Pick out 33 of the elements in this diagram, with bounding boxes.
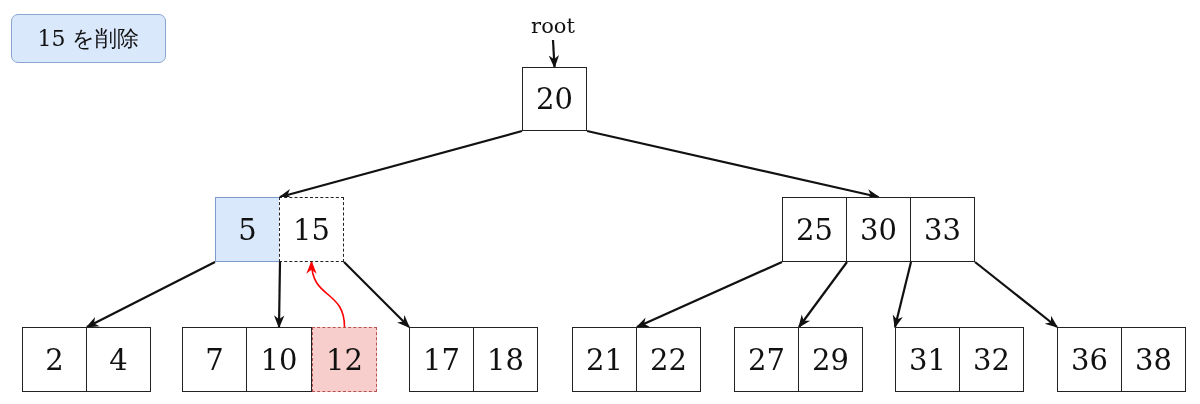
arrow: [548, 39, 560, 69]
key-cell: 29: [798, 327, 863, 392]
key-cell: 7: [182, 327, 247, 392]
arrow: [274, 262, 285, 329]
key-cell: 25: [782, 197, 847, 262]
key-cell: 36: [1057, 327, 1122, 392]
key-cell: 20: [522, 67, 587, 131]
key-cell: 4: [86, 327, 151, 392]
key-cell: 10: [246, 327, 312, 392]
arrow: [635, 261, 783, 328]
arrow: [974, 261, 1058, 328]
arrow: [85, 261, 216, 328]
step-badge: 15 を削除: [11, 14, 166, 63]
key-cell: 31: [895, 327, 960, 392]
key-cell: 17: [409, 327, 474, 392]
key-cell: 21: [572, 327, 637, 392]
key-cell: 33: [910, 197, 975, 262]
arrow: [343, 261, 410, 328]
key-cell: 32: [959, 327, 1024, 392]
key-cell: 27: [734, 327, 799, 392]
key-cell: 38: [1121, 327, 1186, 392]
removed-key-cell: 15: [279, 197, 344, 262]
pointer-label: root: [523, 12, 583, 40]
arrow: [892, 261, 913, 329]
moved-key-cell: 12: [312, 327, 377, 392]
highlighted-key-cell: 5: [215, 197, 280, 262]
arrow: [798, 261, 848, 329]
arrow: [278, 129, 523, 199]
key-cell: 30: [846, 197, 911, 262]
key-cell: 2: [22, 327, 87, 392]
arrow: [307, 260, 346, 328]
key-cell: 18: [473, 327, 538, 392]
key-cell: 22: [636, 327, 701, 392]
